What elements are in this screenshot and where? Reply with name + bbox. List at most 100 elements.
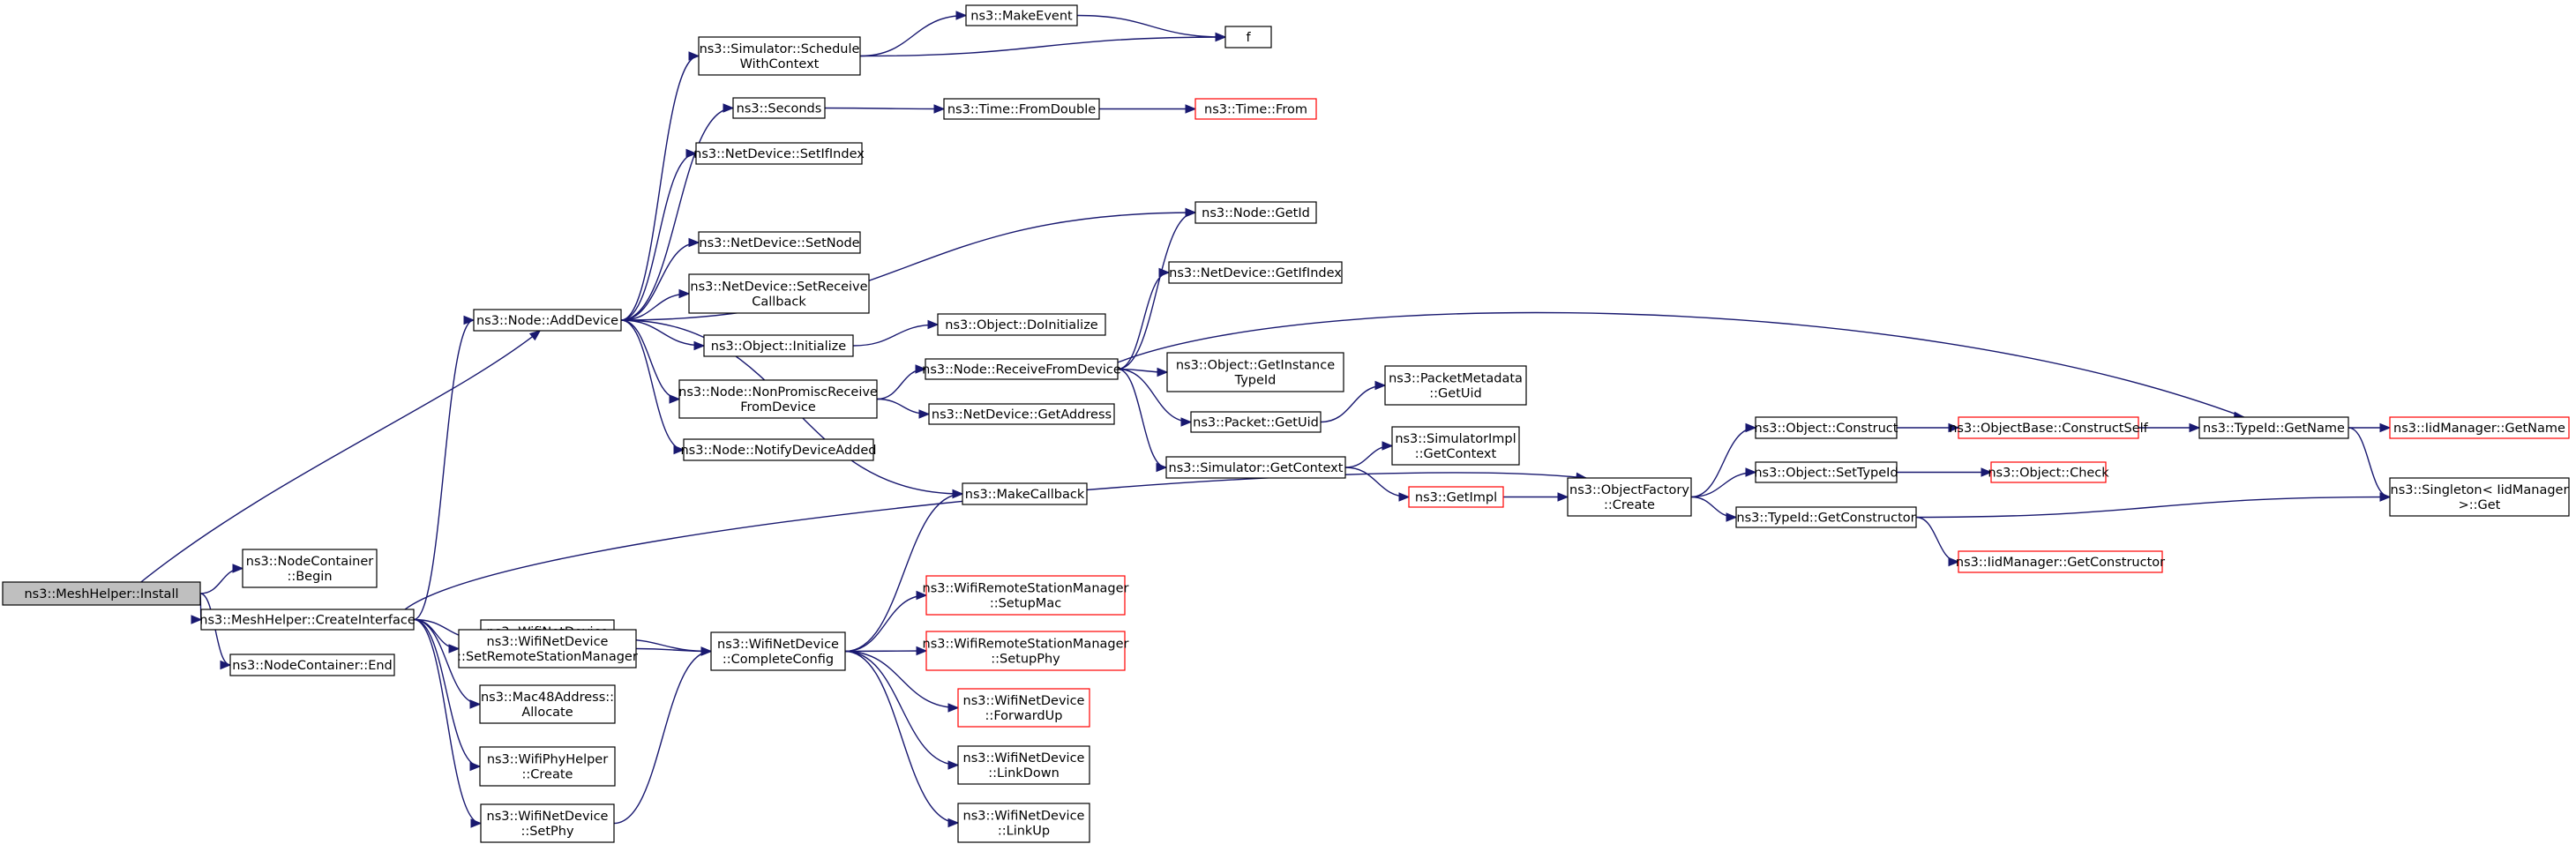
node-label: ns3::Mac48Address:: (481, 691, 614, 705)
node-label: ns3::WifiPhyHelper (487, 753, 608, 767)
node-node-notify[interactable]: ns3::Node::NotifyDeviceAdded (680, 438, 877, 461)
node-singleton-get[interactable]: ns3::Singleton< IidManager>::Get (2389, 477, 2570, 517)
call-edge (844, 489, 964, 653)
call-edge (140, 330, 542, 583)
node-iid-getname[interactable]: ns3::IidManager::GetName (2389, 416, 2570, 439)
node-obj-initialize[interactable]: ns3::Object::Initialize (703, 334, 854, 357)
node-pkt-getuid[interactable]: ns3::Packet::GetUid (1190, 411, 1322, 433)
node-nd-getifindex[interactable]: ns3::NetDevice::GetIfIndex (1168, 261, 1343, 284)
node-label: ns3::MakeEvent (970, 10, 1073, 24)
node-wnd-forwardup[interactable]: ns3::WifiNetDevice::ForwardUp (957, 688, 1090, 728)
node-wnd-setrsm[interactable]: ns3::WifiNetDevice::SetRemoteStationMana… (457, 629, 638, 668)
node-label: >::Get (2459, 498, 2501, 512)
node-nd-getaddress[interactable]: ns3::NetDevice::GetAddress (928, 403, 1115, 425)
call-edge (852, 319, 940, 347)
node-obj-construct[interactable]: ns3::Object::Construct (1755, 416, 1898, 439)
node-iid-getconstructor[interactable]: ns3::IidManager::GetConstructor (1956, 550, 2165, 573)
node-make-callback[interactable]: ns3::MakeCallback (962, 482, 1088, 505)
node-create-iface[interactable]: ns3::MeshHelper::CreateInterface (199, 609, 416, 631)
node-obj-check[interactable]: ns3::Object::Check (1988, 461, 2109, 483)
node-label: ns3::Time::From (1204, 103, 1307, 117)
node-nc-end[interactable]: ns3::NodeContainer::End (229, 654, 395, 676)
node-label: ns3::ObjectBase::ConstructSelf (1949, 422, 2148, 436)
node-label: ns3::Node::NonPromiscReceive (678, 385, 878, 400)
node-label: ns3::Node::AddDevice (476, 314, 618, 328)
node-label: ns3::WifiRemoteStationManager (923, 582, 1129, 596)
node-pm-getuid[interactable]: ns3::PacketMetadata::GetUid (1384, 365, 1527, 406)
call-edge (635, 646, 713, 656)
node-label: ns3::Object::SetTypeId (1754, 467, 1898, 481)
node-typeid-getconstructor[interactable]: ns3::TypeId::GetConstructor (1735, 506, 1917, 528)
node-node-getid[interactable]: ns3::Node::GetId (1194, 201, 1317, 224)
node-label: ns3::Object::Check (1988, 467, 2109, 481)
node-label: ::Create (522, 768, 573, 782)
node-objbase-constructself[interactable]: ns3::ObjectBase::ConstructSelf (1949, 416, 2149, 439)
node-label: ::LinkDown (988, 766, 1060, 781)
call-edge (1344, 467, 1411, 502)
node-install[interactable]: ns3::MeshHelper::Install (2, 581, 201, 606)
node-f[interactable]: f (1224, 26, 1272, 49)
node-label: ::SetRemoteStationManager (457, 650, 638, 664)
node-nd-setifindex[interactable]: ns3::NetDevice::SetIfIndex (693, 142, 865, 165)
call-edge (1915, 516, 1960, 567)
node-time-from[interactable]: ns3::Time::From (1194, 98, 1317, 120)
call-edge (1503, 492, 1569, 502)
node-objfactory-create[interactable]: ns3::ObjectFactory::Create (1567, 477, 1692, 517)
node-label: ns3::Object::Initialize (711, 340, 846, 354)
node-wrsm-setupphy[interactable]: ns3::WifiRemoteStationManager::SetupPhy (923, 631, 1129, 671)
node-label: ::SetPhy (520, 825, 574, 839)
call-edge (1690, 467, 1757, 498)
node-wrsm-setupmac[interactable]: ns3::WifiRemoteStationManager::SetupMac (923, 575, 1129, 616)
call-edge (876, 364, 927, 400)
node-label: ns3::PacketMetadata (1389, 372, 1523, 386)
call-edge (859, 11, 968, 57)
call-edge (844, 650, 960, 828)
node-label: ::LinkUp (998, 825, 1050, 839)
node-label: ns3::ObjectFactory (1569, 483, 1689, 497)
node-wphy-create[interactable]: ns3::WifiPhyHelper::Create (479, 746, 616, 787)
node-wnd-linkup[interactable]: ns3::WifiNetDevice::LinkUp (957, 803, 1090, 843)
call-edge (620, 103, 735, 321)
node-obj-doinit[interactable]: ns3::Object::DoInitialize (937, 313, 1106, 336)
node-label: ns3::WifiNetDevice (487, 810, 609, 824)
node-nc-begin[interactable]: ns3::NodeContainer::Begin (242, 549, 378, 588)
call-edge (199, 593, 232, 670)
node-label: ns3::TypeId::GetName (2203, 422, 2345, 436)
node-getimpl[interactable]: ns3::GetImpl (1408, 486, 1504, 508)
call-nodes: ns3::MeshHelper::Installns3::NodeContain… (2, 4, 2570, 843)
node-typeid-getname[interactable]: ns3::TypeId::GetName (2198, 416, 2349, 439)
call-edge (413, 618, 461, 654)
node-label: ns3::IidManager::GetName (2393, 422, 2565, 436)
node-add-device[interactable]: ns3::Node::AddDevice (473, 309, 622, 332)
call-edge (844, 590, 928, 653)
node-label: ::CompleteConfig (723, 653, 834, 667)
node-make-event[interactable]: ns3::MakeEvent (965, 4, 1078, 26)
call-edge (1897, 422, 1960, 433)
call-edge (1117, 207, 1197, 370)
node-label: ns3::Seconds (737, 102, 822, 116)
node-label: ::SetupMac (990, 597, 1061, 611)
node-node-receive[interactable]: ns3::Node::ReceiveFromDevice (922, 358, 1121, 380)
node-wnd-setphy[interactable]: ns3::WifiNetDevice::SetPhy (480, 803, 615, 843)
node-nd-setnode[interactable]: ns3::NetDevice::SetNode (698, 231, 861, 254)
node-wnd-complete[interactable]: ns3::WifiNetDevice::CompleteConfig (710, 631, 846, 671)
node-label: ns3::NetDevice::SetReceive (690, 280, 867, 295)
node-sim-getcontext[interactable]: ns3::Simulator::GetContext (1165, 456, 1346, 479)
node-simimpl-getcontext[interactable]: ns3::SimulatorImpl::GetContext (1391, 426, 1520, 466)
node-label: FromDevice (740, 400, 816, 415)
node-label: ns3::Node::ReceiveFromDevice (922, 363, 1121, 377)
node-label: ns3::Node::NotifyDeviceAdded (680, 444, 876, 458)
node-time-fromdouble[interactable]: ns3::Time::FromDouble (943, 98, 1100, 120)
node-obj-settypeid[interactable]: ns3::Object::SetTypeId (1754, 461, 1898, 483)
call-edge (1320, 380, 1387, 423)
node-seconds[interactable]: ns3::Seconds (732, 97, 826, 119)
node-label: Callback (752, 295, 806, 310)
call-edge (620, 319, 681, 404)
node-wnd-linkdown[interactable]: ns3::WifiNetDevice::LinkDown (957, 745, 1090, 785)
node-mac48[interactable]: ns3::Mac48Address::Allocate (479, 684, 616, 724)
call-edge (1117, 267, 1171, 370)
